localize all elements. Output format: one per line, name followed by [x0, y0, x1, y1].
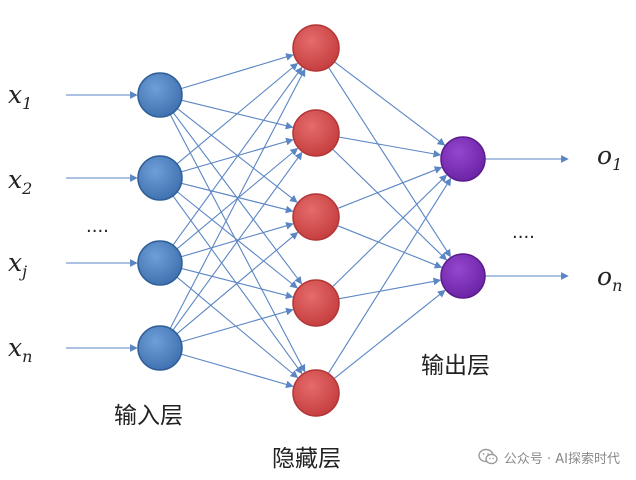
input-node-3	[137, 240, 183, 286]
edge-input-2-hidden-3	[181, 182, 294, 214]
edge-hidden-4-output-1	[332, 174, 448, 288]
edge-input-3-hidden-3	[180, 222, 294, 258]
wechat-icon	[478, 448, 498, 465]
edge-hidden-3-output-2	[337, 225, 443, 269]
edge-input-2-hidden-5	[172, 195, 303, 375]
nodes	[137, 24, 486, 417]
edge-hidden-5-output-2	[333, 289, 446, 380]
edge-input-2-hidden-2	[180, 137, 294, 173]
hidden-node-2	[292, 109, 340, 157]
input-label-j: xj	[8, 248, 27, 281]
edge-hidden-1-output-1	[334, 61, 446, 146]
edge-input-4-hidden-1	[169, 68, 306, 329]
edge-input-3-hidden-5	[176, 276, 299, 379]
output-label-1: o1	[597, 141, 622, 174]
edge-hidden-3-output-1	[337, 166, 443, 210]
watermark-text: 公众号 · AI探索时代	[503, 451, 620, 467]
hidden-layer-label: 隐藏层	[272, 446, 341, 472]
edge-input-2-hidden-1	[176, 62, 299, 165]
edge-hidden-2-output-2	[332, 148, 448, 261]
input-ellipsis: ....	[86, 216, 109, 237]
edge-input-4-hidden-2	[172, 151, 303, 331]
edge-hidden-2-output-1	[338, 136, 442, 158]
output-node-2	[440, 253, 486, 299]
output-layer-label: 输出层	[421, 353, 490, 379]
edge-input-1-hidden-1	[180, 53, 294, 90]
edge-input-1-hidden-5	[169, 114, 306, 373]
input-label-n: xn	[8, 333, 32, 366]
input-node-1	[137, 72, 183, 118]
edge-hidden-4-output-2	[338, 277, 442, 300]
hidden-node-3	[292, 193, 340, 241]
output-ellipsis: ....	[512, 222, 535, 243]
input-node-2	[137, 155, 183, 201]
edge-input-4-hidden-5	[180, 353, 294, 389]
output-labels: o1 on	[597, 141, 622, 295]
hidden-node-5	[292, 369, 340, 417]
watermark: 公众号 · AI探索时代	[478, 444, 620, 470]
input-label-2: x2	[8, 165, 32, 198]
output-node-1	[440, 136, 486, 182]
input-layer-label: 输入层	[114, 403, 183, 429]
edge-input-4-hidden-4	[180, 307, 294, 343]
connections	[66, 53, 569, 389]
hidden-node-1	[292, 24, 340, 72]
edge-input-3-hidden-1	[172, 66, 303, 246]
input-label-1: x1	[8, 80, 32, 113]
edge-input-4-hidden-3	[176, 231, 299, 335]
output-label-n: on	[597, 262, 622, 295]
hidden-node-4	[292, 279, 340, 327]
edge-hidden-5-output-1	[327, 177, 452, 374]
input-labels: x1 x2 xj xn	[8, 80, 32, 366]
edge-hidden-1-output-2	[328, 67, 451, 258]
input-node-4	[137, 325, 183, 371]
